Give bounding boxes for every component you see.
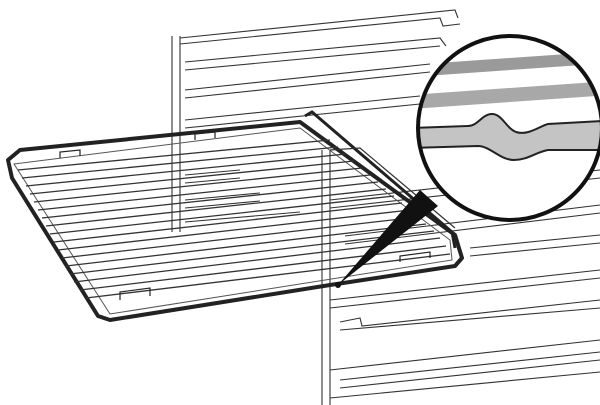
shelf-outer-frame <box>6 120 464 322</box>
back-side-rack <box>171 9 461 232</box>
shelf-back-guard <box>304 110 457 249</box>
shelf-notches <box>59 131 431 300</box>
magnified-detail-callout <box>416 34 600 222</box>
zoomed-runner-with-notch <box>418 112 600 162</box>
shelf-wires <box>17 139 451 299</box>
callout-anchor-dot <box>335 282 341 288</box>
callout-pointer <box>338 190 438 285</box>
wire-shelf <box>6 110 464 322</box>
